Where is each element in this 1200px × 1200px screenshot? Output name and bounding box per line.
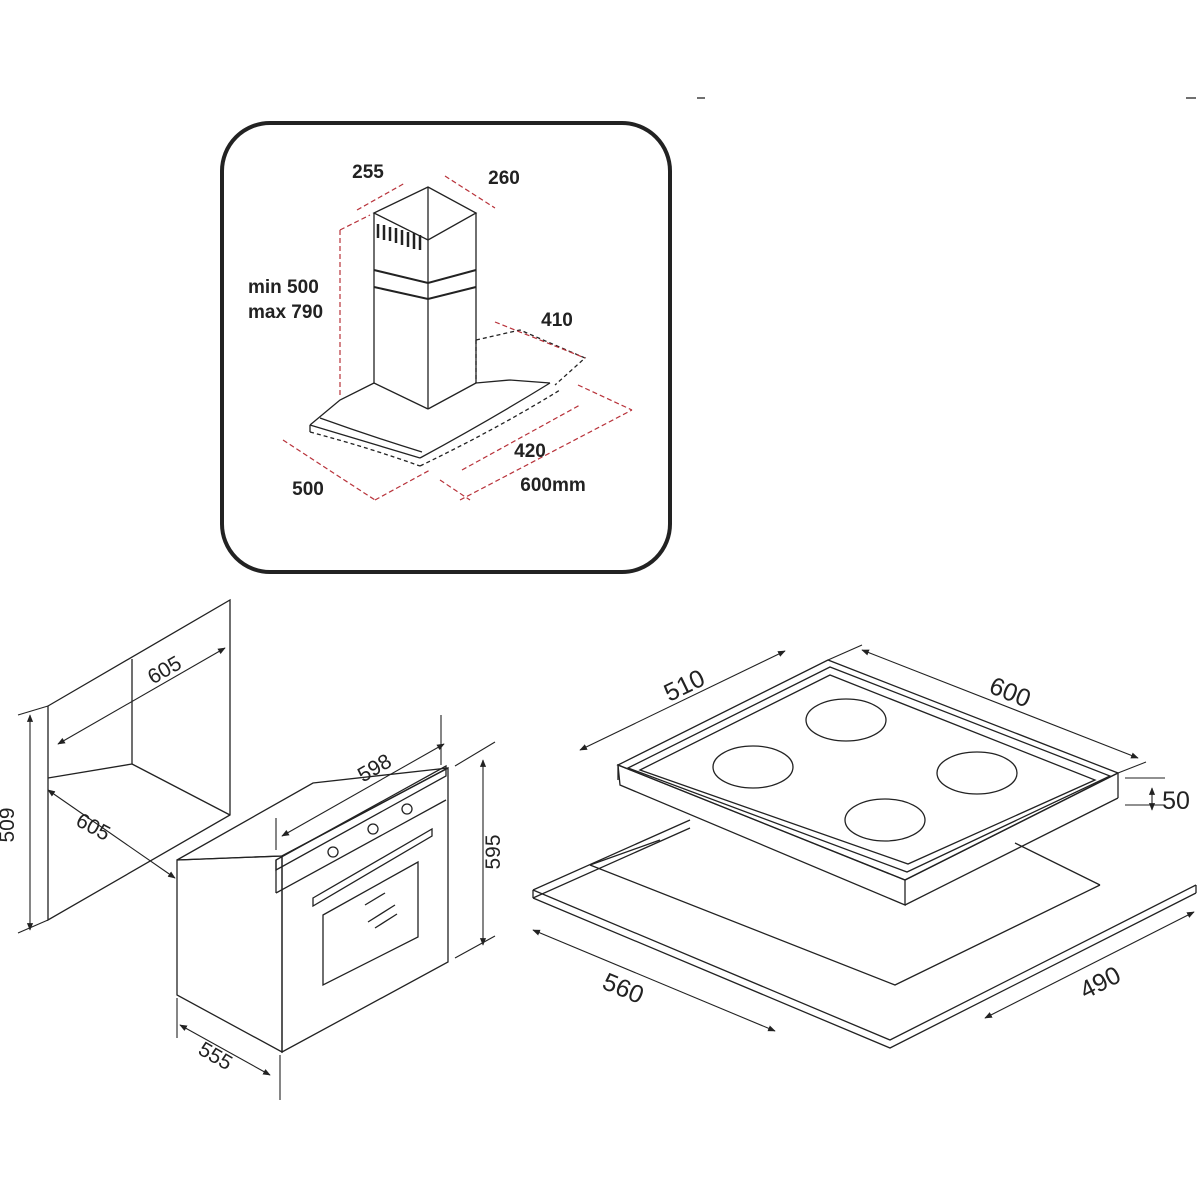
hob-width-arrow: [861, 649, 1139, 759]
ceramic-hob: 510 600 50 560 490: [532, 644, 1197, 1049]
label-hob-thickness: 50: [1162, 787, 1190, 815]
oven-door-window: [322, 860, 419, 987]
cooker-hood-panel: 255 260 min 500 max 790 410 420 500 600m…: [220, 121, 672, 574]
label-oven-height: 595: [482, 834, 505, 869]
label-cabinet-height: 509: [0, 807, 19, 842]
cutout-width-arrow: [532, 929, 776, 1032]
built-in-oven: 598 595 555: [176, 715, 505, 1100]
cooking-zone-rear-left: [805, 698, 887, 742]
hood-dimension-lines: [282, 175, 633, 501]
label-height-min: min 500: [248, 277, 319, 298]
vent-slots: [376, 224, 422, 250]
oven-depth-arrow: [179, 1024, 271, 1076]
oven-cabinet-niche: 605 605 509: [0, 598, 231, 934]
hood-canopy: [309, 329, 587, 467]
label-chimney-depth: 260: [488, 168, 520, 189]
oven-knob-3: [401, 803, 413, 815]
cooking-zone-front-left: [712, 745, 794, 789]
hood-chimney: [372, 186, 478, 410]
label-overall-width: 600mm: [520, 475, 586, 496]
oven-knob-2: [367, 823, 379, 835]
label-canopy-depth: 410: [541, 310, 573, 331]
hob-depth-arrow: [579, 650, 786, 751]
label-hob-depth: 510: [660, 664, 710, 707]
cabinet-depth-arrow: [47, 789, 176, 879]
label-oven-width: 598: [354, 750, 396, 787]
label-cutout-width: 560: [598, 968, 647, 1010]
label-oven-depth: 555: [194, 1038, 236, 1075]
oven-control-panel: [275, 764, 447, 872]
label-cabinet-depth: 605: [72, 809, 114, 846]
cutout-depth-arrow: [984, 911, 1195, 1019]
label-cutout-depth: 490: [1075, 961, 1125, 1005]
cooking-zone-rear-right: [936, 751, 1018, 795]
label-base-depth: 500: [292, 479, 324, 500]
oven-knob-1: [327, 846, 339, 858]
worktop-cutout: [532, 819, 1197, 1049]
label-cabinet-width: 605: [144, 652, 186, 689]
label-hob-width: 600: [985, 672, 1034, 714]
label-height-max: max 790: [248, 302, 323, 323]
hood-panel-frame: [220, 121, 672, 574]
cooking-zone-front-right: [844, 798, 926, 842]
label-canopy-width: 420: [514, 441, 546, 462]
label-chimney-width: 255: [352, 162, 384, 183]
cabinet-width-arrow: [57, 647, 226, 745]
oven-width-arrow: [281, 743, 445, 837]
